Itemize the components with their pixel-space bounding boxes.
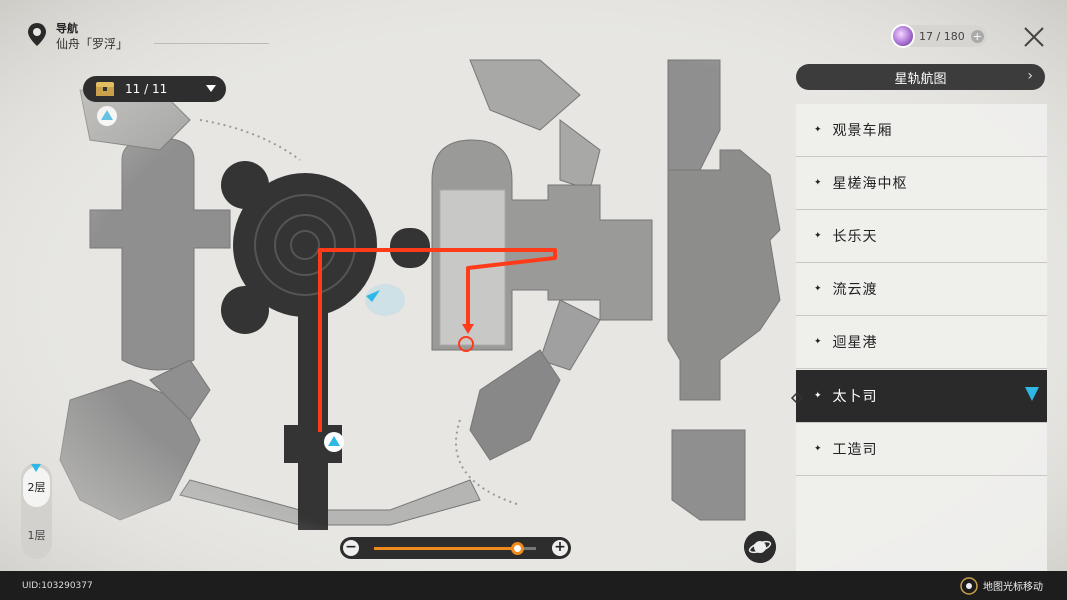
- location-name: 仙舟「罗浮」: [56, 37, 129, 51]
- cursor-hint-label: 地图光标移动: [983, 582, 1043, 593]
- star-icon: ✦: [814, 231, 823, 241]
- floor-indicator-icon: [31, 464, 41, 472]
- cursor-hint: 地图光标移动: [959, 576, 1043, 596]
- star-icon: ✦: [814, 337, 823, 347]
- zone-item[interactable]: ✦ 工造司: [796, 423, 1047, 476]
- zone-name: 流云渡: [832, 282, 878, 298]
- selected-marker-icon: [1025, 387, 1039, 401]
- location-pin-icon: [28, 23, 46, 46]
- star-rail-map-label: 星轨航图: [894, 71, 947, 87]
- floor-1-button[interactable]: 1层: [27, 529, 46, 542]
- zoom-slider[interactable]: [374, 542, 536, 555]
- power-value: 17 / 180: [919, 29, 965, 43]
- zone-item[interactable]: ✦ 观景车厢: [796, 104, 1047, 157]
- zone-item[interactable]: ✦ 流云渡: [796, 263, 1047, 316]
- zone-item-selected[interactable]: ✦ 太卜司: [796, 370, 1047, 423]
- divider: [154, 43, 269, 44]
- floor-2-button[interactable]: 2层: [23, 467, 50, 507]
- zone-list: ✦ 观景车厢 ✦ 星槎海中枢 ✦ 长乐天 ✦ 流云渡 ✦ 迴星港 ✦ 太卜司 ✦…: [796, 104, 1047, 572]
- chevron-down-icon[interactable]: [206, 85, 216, 92]
- location-header: 导航 仙舟「罗浮」: [26, 22, 269, 52]
- star-icon: ✦: [814, 125, 823, 135]
- zone-item[interactable]: ✦ 长乐天: [796, 210, 1047, 263]
- trailblaze-power[interactable]: 17 / 180 +: [891, 24, 987, 48]
- close-icon[interactable]: [1022, 25, 1046, 49]
- zoom-fill: [374, 547, 517, 550]
- star-icon: ✦: [814, 391, 823, 401]
- add-power-button[interactable]: +: [970, 29, 984, 43]
- zone-name: 迴星港: [832, 335, 878, 351]
- star-icon: ✦: [814, 178, 823, 188]
- star-icon: ✦: [814, 284, 823, 294]
- zone-item[interactable]: ✦ 星槎海中枢: [796, 157, 1047, 210]
- floor-switch: 2层 1层: [21, 463, 52, 559]
- power-orb-icon: [891, 24, 915, 48]
- zoom-in-button[interactable]: +: [552, 540, 568, 556]
- zone-name: 长乐天: [832, 229, 878, 245]
- planet-icon[interactable]: [744, 531, 776, 563]
- star-icon: ✦: [814, 444, 823, 454]
- zoom-control: − +: [340, 537, 571, 559]
- zoom-out-button[interactable]: −: [343, 540, 359, 556]
- uid-label: UID:103290377: [22, 580, 93, 591]
- zone-name: 观景车厢: [832, 123, 893, 139]
- dpad-icon: [960, 576, 978, 595]
- nav-label: 导航: [56, 22, 78, 35]
- diamond-pointer-icon: [790, 391, 804, 405]
- star-rail-map-button[interactable]: 星轨航图 ›: [796, 64, 1045, 90]
- footer-bar: UID:103290377 地图光标移动: [0, 571, 1067, 600]
- chest-icon: [96, 82, 114, 96]
- chevron-right-icon: ›: [1027, 68, 1033, 84]
- chest-counter[interactable]: 11 / 11: [83, 76, 226, 102]
- zone-name: 工造司: [832, 442, 878, 458]
- zone-name: 星槎海中枢: [832, 176, 908, 192]
- zoom-handle[interactable]: [510, 542, 524, 555]
- zone-name: 太卜司: [832, 389, 878, 405]
- chest-count: 11 / 11: [125, 82, 168, 96]
- zone-item[interactable]: ✦ 迴星港: [796, 316, 1047, 369]
